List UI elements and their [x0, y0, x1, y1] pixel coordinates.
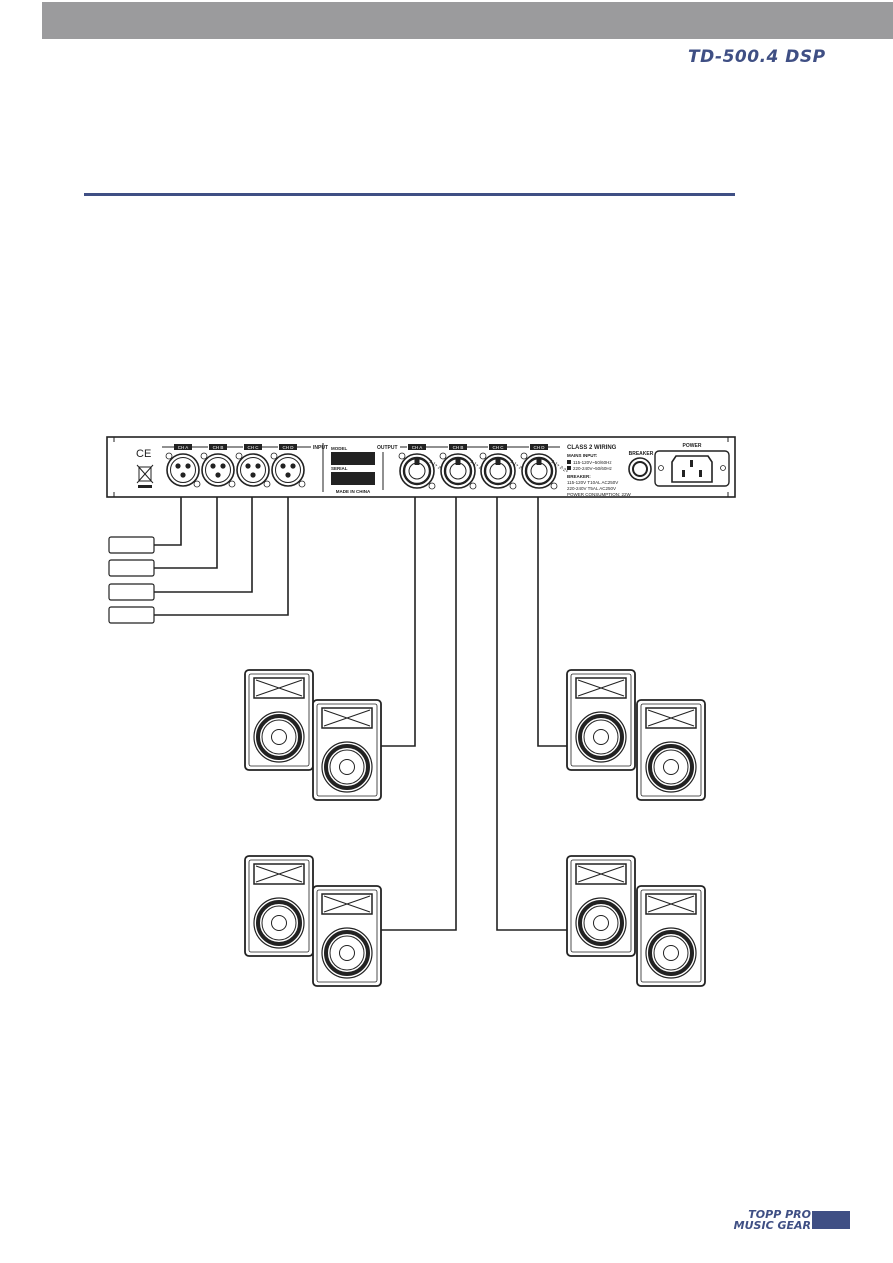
input-source-box-2: [108, 559, 155, 577]
input-source-wiring: [108, 497, 289, 624]
wiring-title: CLASS 2 WIRING: [567, 445, 617, 451]
model-plate: [331, 452, 375, 465]
speaker-b-rear: [243, 854, 315, 958]
ce-mark: CE: [136, 448, 151, 460]
input-cable-d: [154, 497, 289, 616]
input-source-box-4: [108, 606, 155, 624]
mains-line-1: 115-120V~50/60Hz: [573, 460, 612, 465]
rear-panel: CE CH A CH B CH C CH D INPUT MODEL SERIA: [106, 436, 736, 498]
output-label: OUTPUT: [377, 445, 398, 451]
input-ch-d-label: CH D: [283, 445, 295, 450]
input-source-box-1: [108, 536, 155, 554]
breaker-label: BREAKER: [629, 451, 654, 457]
speaker-c-rear: [565, 854, 637, 958]
output-cable-a: [380, 497, 416, 747]
speaker-b-front: [311, 884, 383, 988]
serial-plate: [331, 472, 375, 485]
output-ch-a-label: CH A: [412, 445, 423, 450]
mains-line-2: 220-240V~50/60Hz: [573, 466, 613, 471]
brand-line-2: MUSIC GEAR: [733, 1219, 811, 1232]
input-source-box-3: [108, 583, 155, 601]
power-consumption: POWER CONSUMPTION: 22W: [567, 492, 632, 497]
brand-line-1: TOPP PRO: [748, 1208, 811, 1221]
input-cable-a: [154, 497, 182, 546]
mains-title: MAINS INPUT:: [567, 453, 598, 458]
breaker-line-1: 115-120V T10AL AC250V: [567, 480, 618, 485]
power-inlet[interactable]: [654, 450, 730, 487]
brand-logo: TOPP PRO MUSIC GEAR: [734, 1209, 811, 1231]
output-ch-c-label: CH C: [493, 445, 505, 450]
header-bar: [42, 2, 893, 39]
model-title: TD-500.4 DSP: [688, 47, 826, 67]
breaker-button[interactable]: [628, 457, 652, 481]
made-in-label: MADE IN CHINA: [336, 489, 371, 494]
output-cable-c: [496, 497, 567, 931]
model-label: MODEL: [331, 446, 348, 451]
input-ch-b-label: CH B: [213, 445, 224, 450]
speaker-a-rear: [243, 668, 315, 772]
speaker-c-front: [635, 884, 707, 988]
output-cable-b: [380, 497, 457, 931]
input-label: INPUT: [313, 445, 328, 451]
output-ch-b-label: CH B: [453, 445, 464, 450]
output-cables: [380, 497, 567, 931]
serial-label: SERIAL: [331, 466, 348, 471]
input-cable-b: [154, 497, 218, 569]
page-tab: [812, 1211, 850, 1229]
input-cable-c: [154, 497, 253, 593]
breaker-line-2: 220-240V T5AL AC250V: [567, 486, 616, 491]
speaker-d-rear: [565, 668, 637, 772]
speaker-a-front: [311, 698, 383, 802]
weee-icon: [136, 464, 154, 488]
section-divider: [84, 193, 735, 196]
speaker-d-front: [635, 698, 707, 802]
input-ch-c-label: CH C: [248, 445, 260, 450]
output-cable-d: [537, 497, 567, 747]
input-ch-a-label: CH A: [178, 445, 189, 450]
power-label: POWER: [683, 443, 702, 449]
output-ch-d-label: CH D: [534, 445, 546, 450]
breaker-title: BREAKER:: [567, 474, 591, 479]
